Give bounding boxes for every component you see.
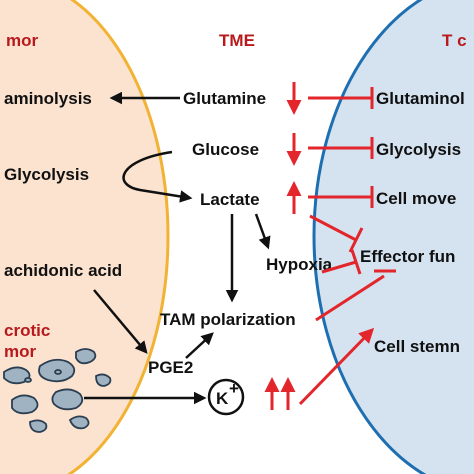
tam-polarization-label: TAM polarization	[160, 310, 296, 329]
t-cell	[312, 0, 474, 474]
lactate-to-hypoxia-arrow	[254, 213, 271, 250]
tcell-glycolysis-label: Glycolysis	[376, 140, 461, 159]
arachidonic-to-pge2-arrow	[93, 289, 148, 354]
inhibition-bar-icon	[315, 269, 396, 322]
potassium-circle	[207, 378, 245, 416]
tcell-effector-label: Effector fun	[360, 247, 455, 266]
inhibition-bar-icon	[308, 87, 374, 109]
necrotic-tumor-label-line2: mor	[4, 342, 37, 361]
inhibition-bar-icon	[308, 137, 374, 159]
tcell-glutaminolysis-label: Glutaminol	[376, 89, 465, 108]
glucose-label: Glucose	[192, 140, 259, 159]
tme-header: TME	[219, 31, 255, 50]
inhibition-bar-icon	[308, 186, 374, 208]
inhibition-bar-icon	[321, 249, 362, 275]
tcell-movement-label: Cell move	[376, 189, 456, 208]
tumor-arachidonic-label: achidonic acid	[4, 261, 122, 280]
tumor-glycolysis-label: Glycolysis	[4, 165, 89, 184]
tcell-stemness-label: Cell stemn	[374, 337, 460, 356]
potassium-superscript: +	[229, 379, 239, 398]
tumor-header: mor	[6, 31, 39, 50]
pge2-label: PGE2	[148, 358, 193, 377]
hypoxia-label: Hypoxia	[266, 255, 333, 274]
necrotic-cell-debris-icon	[3, 348, 112, 433]
inhibition-bar-icon	[309, 214, 364, 253]
glucose-to-lactate-curve-arrow	[122, 150, 193, 203]
necrotic-tumor-label-line1: crotic	[4, 321, 50, 340]
tumor-glutaminolysis-label: aminolysis	[4, 89, 92, 108]
glutamine-label: Glutamine	[183, 89, 266, 108]
lactate-label: Lactate	[200, 190, 260, 209]
potassium-label: K	[216, 389, 229, 408]
potassium-to-stemness-red-arrow	[298, 327, 375, 406]
tcell-header: T c	[442, 31, 467, 50]
tumor-cell	[0, 0, 170, 474]
pge2-to-tam-arrow	[185, 332, 214, 359]
